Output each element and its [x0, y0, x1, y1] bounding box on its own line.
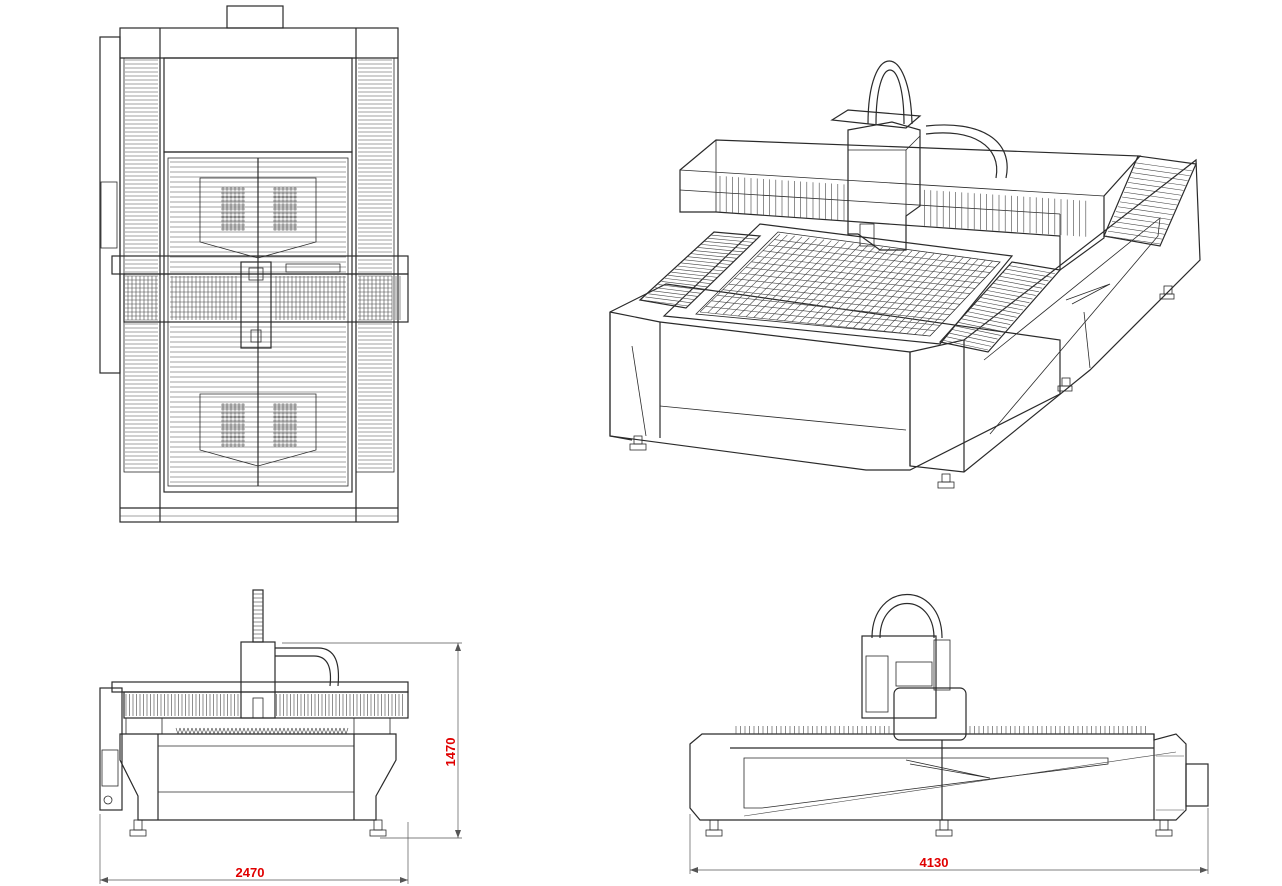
side-view-drag-chain	[871, 593, 943, 639]
side-view	[689, 593, 1209, 837]
front-view-side-cabinet	[99, 687, 123, 811]
side-view-panel	[743, 757, 1109, 809]
iso-bellow-left	[638, 231, 762, 309]
side-view-dimensions: 4130	[689, 808, 1209, 874]
top-view-side-cabinet	[99, 36, 121, 374]
front-view-laser-column	[252, 589, 264, 643]
iso-cutting-head	[847, 121, 921, 251]
top-view-bellow-left	[123, 57, 161, 473]
side-view-cutting-head	[861, 635, 937, 719]
isometric-view	[609, 60, 1201, 489]
top-view-gantry-beam	[111, 255, 409, 275]
top-view-vents	[221, 187, 297, 447]
iso-cutting-bed	[662, 223, 1014, 345]
top-view-exhaust-zone-2	[199, 393, 317, 467]
top-view-work-area	[163, 57, 353, 153]
front-view-cutting-head	[240, 641, 276, 719]
front-width-dimension: 2470	[236, 865, 265, 880]
front-height-dimension: 1470	[443, 738, 458, 767]
side-view-end-cap	[1185, 763, 1209, 807]
iso-drag-chain-horizontal	[925, 124, 1008, 179]
iso-bellow-back-right	[1103, 155, 1197, 247]
iso-gantry-ribs	[719, 176, 1087, 237]
iso-base-front	[609, 283, 1061, 471]
front-view-gantry-top	[111, 681, 409, 693]
front-view-gantry-bellow	[123, 691, 409, 719]
top-view-exhaust-zone-1	[199, 177, 317, 259]
front-view	[99, 589, 409, 837]
side-length-dimension: 4130	[920, 855, 949, 870]
iso-gantry-cap	[830, 109, 922, 129]
front-view-dimensions: 2470 1470	[99, 642, 462, 884]
front-view-drag-chain	[275, 647, 340, 687]
top-view-laser-housing	[226, 5, 284, 29]
top-view-drag-chain	[285, 263, 341, 273]
top-view-cutting-head	[240, 261, 272, 349]
top-view	[99, 5, 409, 523]
side-view-chain-guide	[933, 639, 951, 691]
iso-gantry	[679, 139, 1142, 272]
top-view-gantry-ribs	[127, 276, 401, 320]
top-view-gantry-bellow	[123, 273, 409, 323]
side-view-base	[689, 733, 1187, 821]
iso-bed-pattern	[699, 233, 996, 337]
side-view-gantry-carriage	[893, 687, 967, 741]
iso-feet	[629, 285, 1175, 489]
iso-drag-chain-vertical	[867, 60, 913, 125]
top-view-bellow-right	[355, 57, 395, 473]
